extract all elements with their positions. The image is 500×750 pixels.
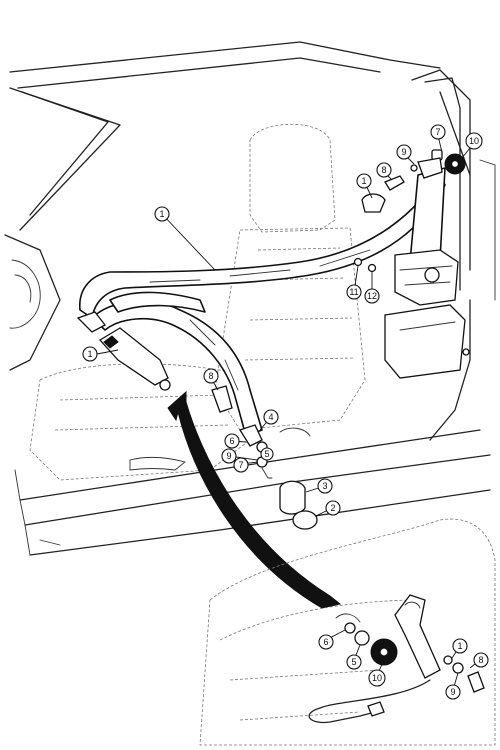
callout-1-upper-cover: 1: [356, 173, 372, 189]
callout-4: 4: [263, 409, 279, 425]
svg-text:8: 8: [208, 371, 213, 381]
svg-text:3: 3: [322, 481, 327, 491]
detail-arrow: [167, 390, 342, 609]
svg-text:4: 4: [268, 412, 273, 422]
callout-7-upper: 7: [430, 124, 446, 140]
svg-text:9: 9: [401, 147, 406, 157]
svg-text:8: 8: [478, 655, 483, 665]
callout-11: 11: [346, 284, 362, 300]
retractor-unit: [384, 249, 470, 379]
svg-text:6: 6: [229, 436, 234, 446]
callout-6-inset: 6: [318, 634, 334, 650]
svg-text:8: 8: [381, 165, 386, 175]
svg-text:9: 9: [226, 451, 231, 461]
callout-1-buckle: 1: [82, 346, 98, 362]
callouts: 1 1 1 7 10 9 8 11 12 8 4 6 9 7 5 3 2 6 5…: [82, 124, 489, 700]
svg-text:6: 6: [323, 637, 328, 647]
callout-8-upper: 8: [376, 162, 392, 178]
svg-text:2: 2: [330, 503, 335, 513]
callout-9-upper: 9: [396, 144, 412, 160]
callout-6-lower: 6: [224, 433, 240, 449]
svg-text:12: 12: [367, 291, 377, 301]
callout-7-lower: 7: [233, 457, 249, 473]
svg-text:10: 10: [469, 136, 479, 146]
svg-text:5: 5: [264, 449, 269, 459]
callout-1-inset: 1: [452, 638, 468, 654]
svg-text:11: 11: [349, 287, 358, 297]
callout-3: 3: [317, 478, 333, 494]
lower-anchor-hardware: [211, 385, 318, 530]
callout-8-inset: 8: [473, 652, 489, 668]
callout-10-upper: 10: [465, 132, 483, 150]
inset-detail: [199, 518, 496, 746]
svg-text:5: 5: [351, 657, 356, 667]
svg-text:1: 1: [87, 349, 92, 359]
callout-2: 2: [325, 500, 341, 516]
callout-9-lower: 9: [221, 448, 237, 464]
svg-text:1: 1: [159, 209, 164, 219]
svg-text:7: 7: [435, 127, 440, 137]
callout-9-inset: 9: [445, 684, 461, 700]
callout-5-lower: 5: [260, 447, 274, 461]
svg-text:1: 1: [457, 641, 462, 651]
svg-text:10: 10: [372, 673, 382, 683]
svg-text:1: 1: [361, 176, 366, 186]
seat-belt-webbing: [79, 167, 446, 437]
callout-12: 12: [364, 288, 380, 304]
callout-1-diagonal-belt: 1: [154, 206, 170, 222]
svg-text:9: 9: [450, 687, 455, 697]
callout-8-lower: 8: [203, 368, 219, 384]
buckle-assembly: [76, 311, 171, 391]
svg-text:7: 7: [238, 460, 243, 470]
upper-anchor-hardware: [353, 149, 466, 273]
callout-5-inset: 5: [346, 654, 362, 670]
callout-10-inset: 10: [368, 669, 386, 687]
